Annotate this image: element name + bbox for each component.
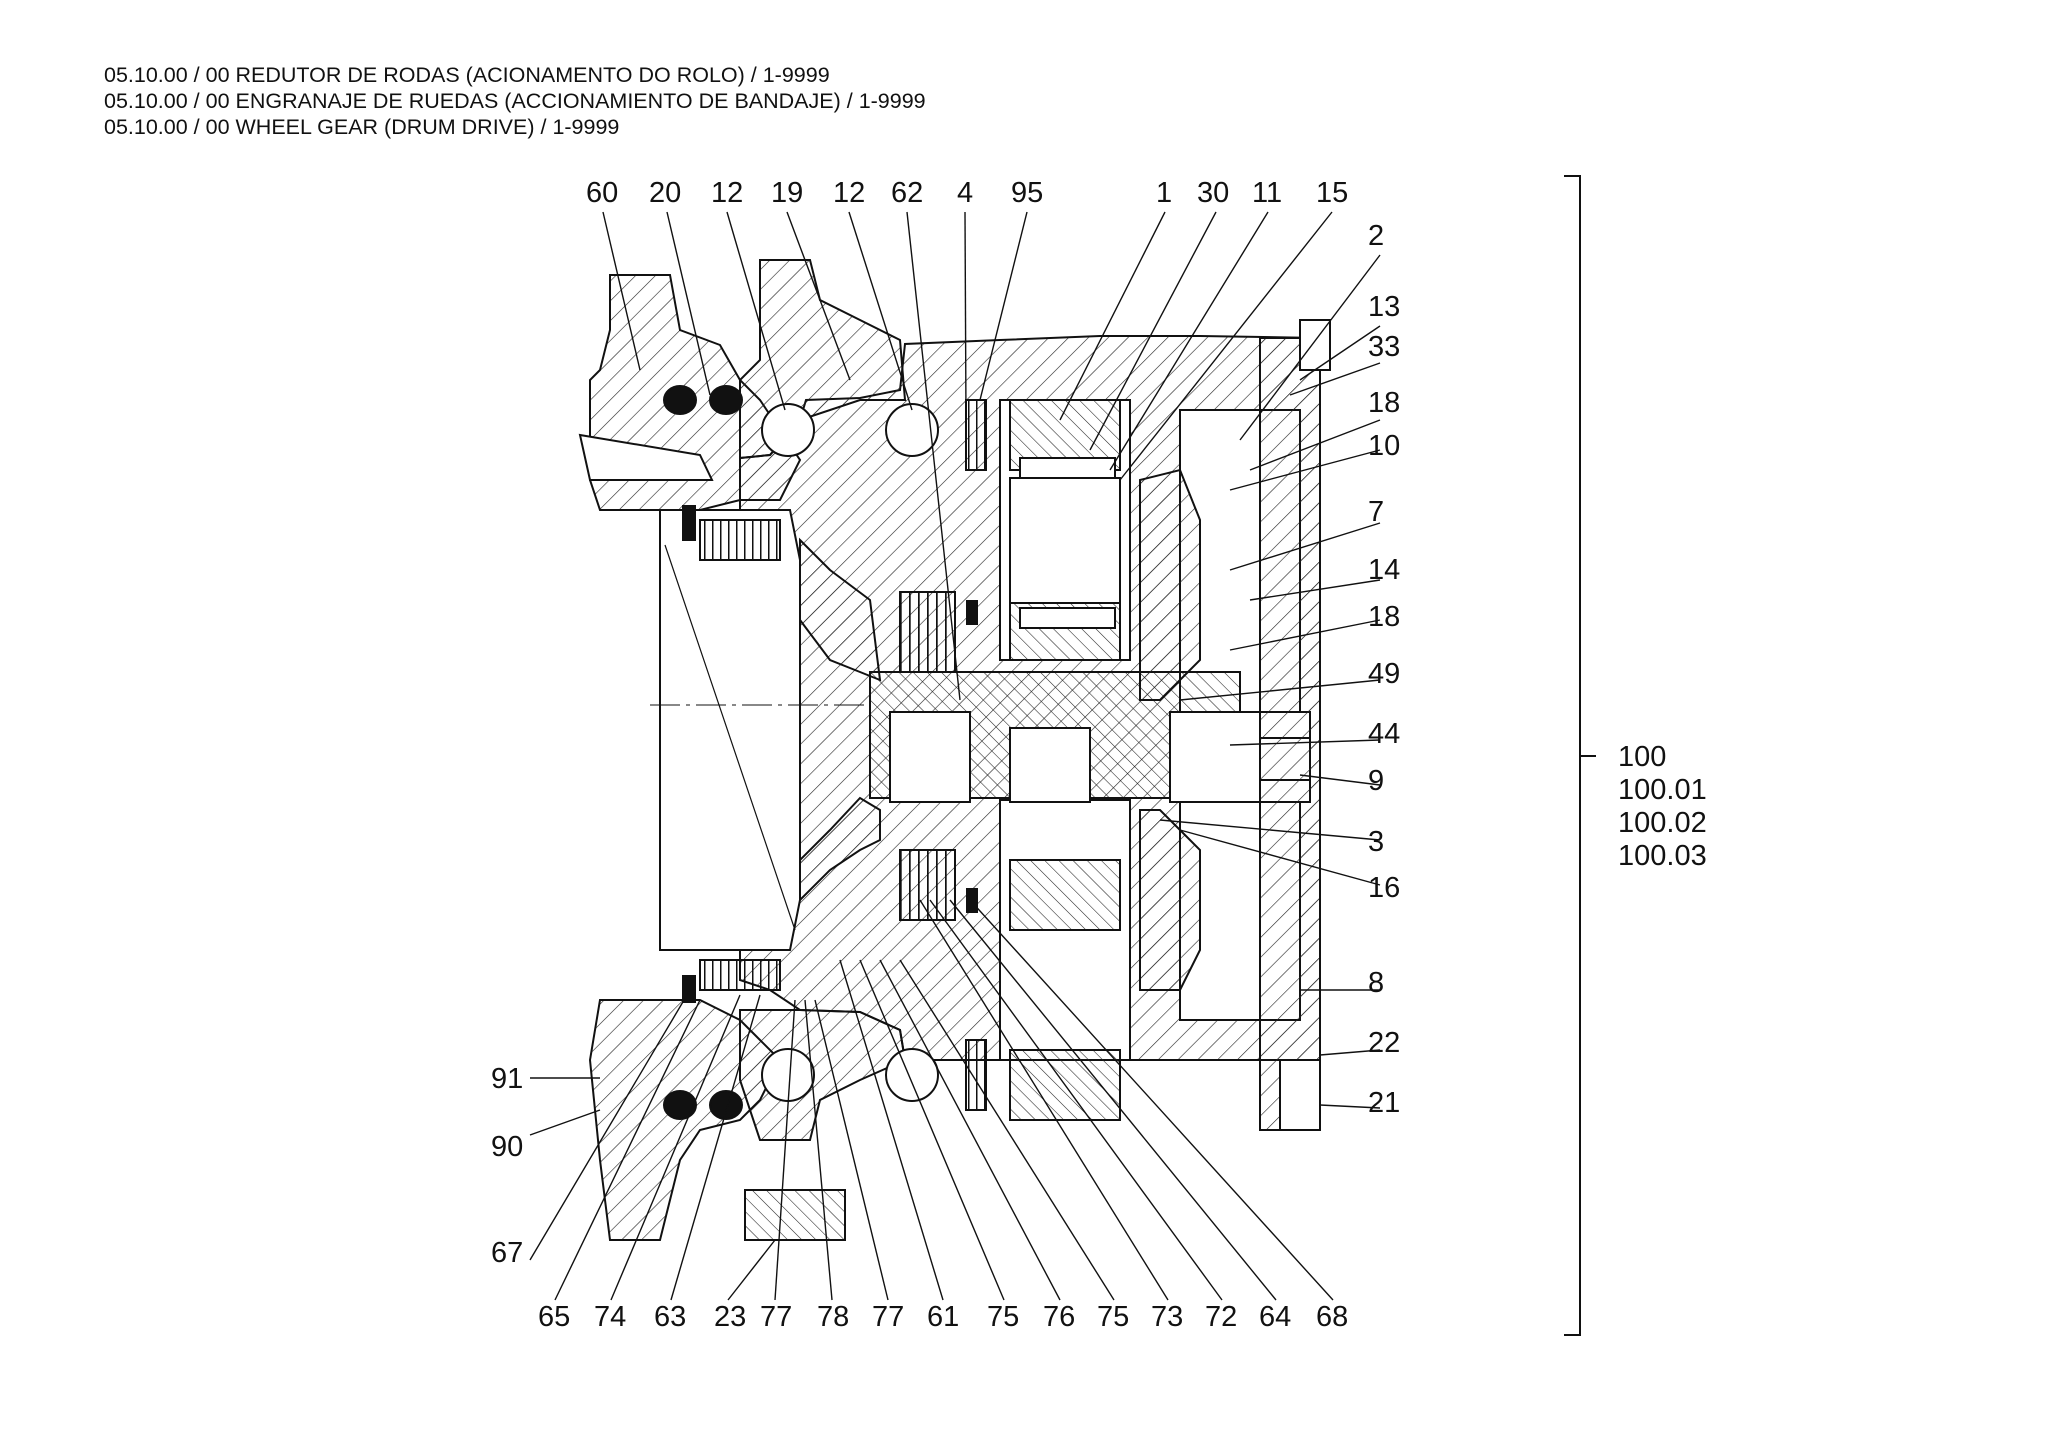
end-cover-bolt-lower: [1279, 1059, 1321, 1131]
callout-12b: 12: [833, 177, 865, 209]
sun-shaft-bore: [889, 711, 971, 803]
piston-diagonal: [664, 544, 796, 931]
callout-30: 30: [1197, 177, 1229, 209]
callout-7: 7: [1368, 496, 1384, 528]
callout-64: 64: [1259, 1301, 1291, 1333]
callout-21: 21: [1368, 1087, 1400, 1119]
disc-spring-lower: [965, 1039, 987, 1111]
callout-13: 13: [1368, 291, 1400, 323]
shaft-spline: [1009, 727, 1091, 803]
brake-cone-upper: [799, 537, 882, 682]
title-line-en: 05.10.00 / 00 WHEEL GEAR (DRUM DRIVE) / …: [104, 115, 620, 139]
callout-15: 15: [1316, 177, 1348, 209]
needle-bearing-upper: [1019, 457, 1116, 479]
callout-18b: 18: [1368, 601, 1400, 633]
leader-lines: [529, 211, 1381, 1301]
callout-44: 44: [1368, 718, 1400, 750]
callout-74: 74: [594, 1301, 626, 1333]
brake-seal-b: [966, 888, 978, 913]
callout-16: 16: [1368, 872, 1400, 904]
callout-61: 61: [927, 1301, 959, 1333]
callout-77b: 77: [872, 1301, 904, 1333]
bearing-housing-lower: [739, 1009, 907, 1141]
group-label-100-03: 100.03: [1618, 840, 1707, 872]
planet-shaft: [1009, 477, 1121, 604]
ball-bearing-4: [885, 1048, 939, 1102]
friction-discs-lower: [899, 849, 956, 921]
callout-65: 65: [538, 1301, 570, 1333]
seal-ring-lower: [682, 975, 696, 1003]
callout-3: 3: [1368, 826, 1384, 858]
friction-discs-upper: [899, 591, 956, 673]
callout-8: 8: [1368, 967, 1384, 999]
seal-upper-1: [663, 385, 697, 415]
callout-10: 10: [1368, 430, 1400, 462]
seal-upper-2: [709, 385, 743, 415]
foot-bolt: [744, 1189, 846, 1241]
callout-19: 19: [771, 177, 803, 209]
seal-lower-2: [709, 1090, 743, 1120]
planet-gear-lower: [1009, 859, 1121, 931]
callout-75b: 75: [1097, 1301, 1129, 1333]
callout-67: 67: [491, 1237, 523, 1269]
callout-77a: 77: [760, 1301, 792, 1333]
callout-22: 22: [1368, 1027, 1400, 1059]
ball-bearing-2: [885, 403, 939, 457]
ball-bearing-1: [761, 403, 815, 457]
callout-60: 60: [586, 177, 618, 209]
callout-49: 49: [1368, 658, 1400, 690]
seal-ring-upper: [682, 505, 696, 541]
brake-cone-lower: [799, 796, 881, 903]
planet-carrier: [1139, 468, 1201, 701]
callout-20: 20: [649, 177, 681, 209]
callouts-right: 2 13 33 18 10 7 14 18 49 44 9 3 16 8 22 …: [1368, 220, 1400, 1119]
callout-14: 14: [1368, 554, 1400, 586]
callout-1: 1: [1156, 177, 1172, 209]
callout-90: 90: [491, 1131, 523, 1163]
callout-11: 11: [1252, 177, 1282, 209]
seal-lower-1: [663, 1090, 697, 1120]
callout-63: 63: [654, 1301, 686, 1333]
callout-62: 62: [891, 177, 923, 209]
callouts-top: 60 20 12 19 12 62 4 95 1 30 11 15: [586, 177, 1348, 209]
callout-12a: 12: [711, 177, 743, 209]
brake-springs-upper: [699, 519, 781, 561]
assembly-bracket: [1564, 175, 1596, 1336]
callout-68: 68: [1316, 1301, 1348, 1333]
angled-bolt: [578, 433, 714, 481]
ball-bearing-3: [761, 1048, 815, 1102]
callout-91: 91: [491, 1063, 523, 1095]
needle-bearing-lower: [1019, 607, 1116, 629]
title-line-pt: 05.10.00 / 00 REDUTOR DE RODAS (ACIONAME…: [104, 63, 830, 87]
callout-9: 9: [1368, 765, 1384, 797]
title-line-es: 05.10.00 / 00 ENGRANAJE DE RUEDAS (ACCIO…: [104, 89, 926, 113]
end-cover: [1259, 337, 1321, 1131]
callout-72: 72: [1205, 1301, 1237, 1333]
callout-4: 4: [957, 177, 973, 209]
callout-76: 76: [1043, 1301, 1075, 1333]
group-label-100: 100: [1618, 741, 1666, 773]
callout-2: 2: [1368, 220, 1384, 252]
callout-78: 78: [817, 1301, 849, 1333]
brake-seal-a: [966, 600, 978, 625]
group-label-100-01: 100.01: [1618, 774, 1707, 806]
brake-springs-lower: [699, 959, 781, 991]
callout-18a: 18: [1368, 387, 1400, 419]
callout-23: 23: [714, 1301, 746, 1333]
disc-spring-upper: [965, 399, 987, 471]
group-labels: 100 100.01 100.02 100.03: [1618, 741, 1707, 872]
callouts-bottom: 65 74 63 23 77 78 77 61 75 76 75 73 72 6…: [538, 1301, 1348, 1333]
section-drawing: [578, 259, 1331, 1241]
callouts-left: 91 90 67: [491, 1063, 523, 1269]
callout-75a: 75: [987, 1301, 1019, 1333]
planet-carrier-lower: [1139, 809, 1201, 991]
callout-73: 73: [1151, 1301, 1183, 1333]
callout-95: 95: [1011, 177, 1043, 209]
header-titles: 05.10.00 / 00 REDUTOR DE RODAS (ACIONAME…: [104, 62, 926, 140]
callout-33: 33: [1368, 331, 1400, 363]
group-label-100-02: 100.02: [1618, 807, 1707, 839]
